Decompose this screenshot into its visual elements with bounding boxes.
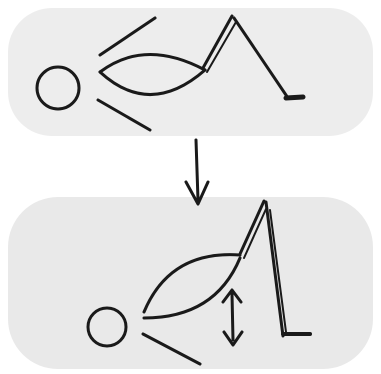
double-arrow-vertical-icon: [223, 290, 242, 345]
figure-start-position: [37, 16, 303, 130]
foot-start: [286, 97, 303, 98]
shin-start: [234, 18, 288, 98]
shin-end-2: [270, 210, 286, 332]
thigh-start-2: [207, 22, 236, 72]
arm-upper-start: [100, 18, 155, 55]
thigh-start: [203, 16, 232, 68]
torso-upper-start: [100, 54, 205, 72]
head-start: [37, 67, 79, 109]
arm-lower-start: [98, 100, 150, 130]
torso-lower-start: [100, 70, 205, 95]
shin-end: [266, 202, 283, 336]
arm-end: [143, 334, 200, 364]
head-end: [88, 308, 126, 346]
thigh-end-2: [244, 209, 266, 258]
figure-end-position: [88, 201, 310, 364]
down-arrow-icon: [186, 140, 208, 204]
thigh-end: [240, 201, 264, 254]
